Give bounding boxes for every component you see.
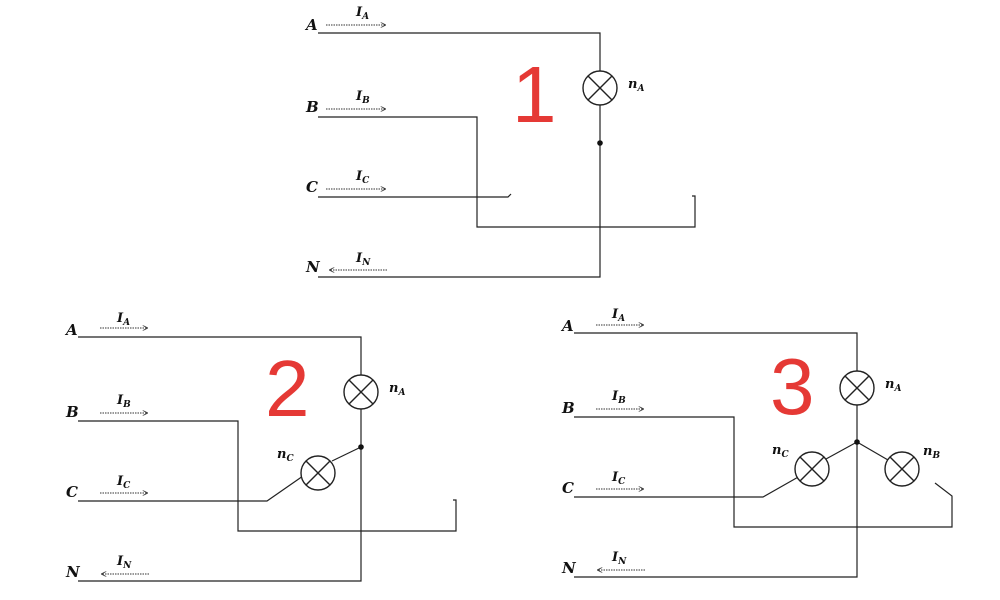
wire-phase-b — [574, 416, 953, 528]
current-label-b: IB — [116, 393, 131, 410]
wire-neutral — [78, 409, 362, 582]
current-label-a: IA — [611, 307, 625, 324]
phase-label-c: C — [562, 479, 574, 497]
wire-lamp-c-star — [825, 441, 858, 460]
phase-label-b: B — [65, 403, 79, 421]
lamp-c-icon — [794, 451, 830, 487]
wire-phase-a — [78, 336, 362, 375]
phase-label-a: A — [304, 16, 318, 34]
wire-phase-c — [318, 193, 512, 198]
wire-phase-c — [78, 475, 304, 502]
lamp-a-label: nA — [389, 381, 405, 398]
lamp-a-label: nA — [628, 77, 644, 94]
phase-label-b: B — [561, 399, 575, 417]
phase-label-c: C — [306, 178, 318, 196]
diagram-2: 2 A B C N IA IB IC IN nA nC — [64, 311, 457, 582]
lamp-b-label: nB — [923, 444, 940, 461]
wire-neutral — [574, 405, 858, 578]
diagram-3: 3 A B C N IA IB IC IN nA nC — [560, 307, 953, 578]
phase-label-a: A — [64, 321, 78, 339]
current-label-n: IN — [611, 550, 627, 567]
phase-label-n: N — [305, 258, 321, 276]
current-label-b: IB — [355, 89, 370, 106]
current-label-c: IC — [116, 474, 131, 491]
wire-phase-c — [574, 475, 801, 498]
wire-phase-b — [318, 116, 696, 228]
phase-label-a: A — [560, 317, 574, 335]
lamp-a-label: nA — [885, 377, 901, 394]
junction-node — [854, 439, 860, 445]
wire-phase-b — [78, 420, 457, 532]
diagram-number: 1 — [512, 50, 557, 139]
diagram-number: 3 — [770, 342, 815, 431]
current-label-c: IC — [611, 470, 626, 487]
wire-phase-a — [318, 32, 601, 71]
lamp-b-icon — [884, 451, 920, 487]
wire-phase-a — [574, 332, 858, 371]
current-label-c: IC — [355, 169, 370, 186]
lamp-a-icon — [343, 374, 379, 410]
current-label-a: IA — [355, 5, 369, 22]
lamp-a-icon — [839, 370, 875, 406]
lamp-c-label: nC — [772, 443, 789, 460]
lamp-c-label: nC — [277, 447, 294, 464]
phase-label-c: C — [66, 483, 78, 501]
junction-node — [358, 444, 364, 450]
current-label-b: IB — [611, 389, 626, 406]
wire-lamp-c-star — [331, 446, 362, 462]
wire-neutral — [318, 105, 601, 278]
wire-lamp-b-star — [856, 441, 889, 461]
lamp-c-icon — [300, 455, 336, 491]
diagram-1: 1 A B C N IA IB IC IN nA — [304, 5, 696, 278]
phase-label-n: N — [561, 559, 577, 577]
phase-label-b: B — [305, 98, 319, 116]
current-label-n: IN — [355, 251, 371, 268]
lamp-a-icon — [582, 70, 618, 106]
junction-node — [597, 140, 603, 146]
current-label-a: IA — [116, 311, 130, 328]
diagram-number: 2 — [265, 344, 310, 433]
phase-label-n: N — [65, 563, 81, 581]
current-label-n: IN — [116, 554, 132, 571]
